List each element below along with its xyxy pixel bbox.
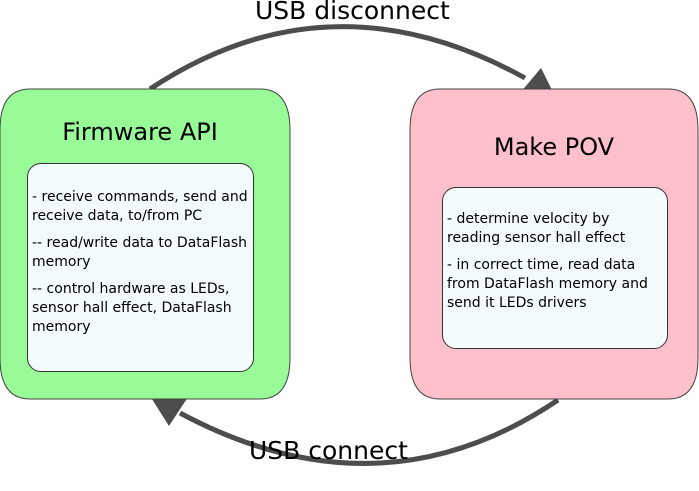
usb-connect-arc <box>178 397 560 466</box>
firmware-api-title: Firmware API <box>62 118 218 146</box>
make-pov-item: - in correct time, read data from DataFl… <box>447 257 648 311</box>
usb-disconnect-label: USB disconnect <box>255 0 450 25</box>
make-pov-details: - determine velocity by reading sensor h… <box>442 187 668 349</box>
firmware-api-item: - receive commands, send and receive dat… <box>32 189 248 224</box>
usb-disconnect-arc <box>148 24 527 92</box>
firmware-api-details: - receive commands, send and receive dat… <box>27 163 254 372</box>
make-pov-item: - determine velocity by reading sensor h… <box>447 211 626 246</box>
firmware-api-item: -- control hardware as LEDs, sensor hall… <box>32 281 232 335</box>
make-pov-title: Make POV <box>493 133 615 161</box>
firmware-api-item: -- read/write data to DataFlash memory <box>32 235 248 270</box>
usb-connect-arrowhead <box>150 396 188 426</box>
usb-connect-label: USB connect <box>249 436 408 465</box>
